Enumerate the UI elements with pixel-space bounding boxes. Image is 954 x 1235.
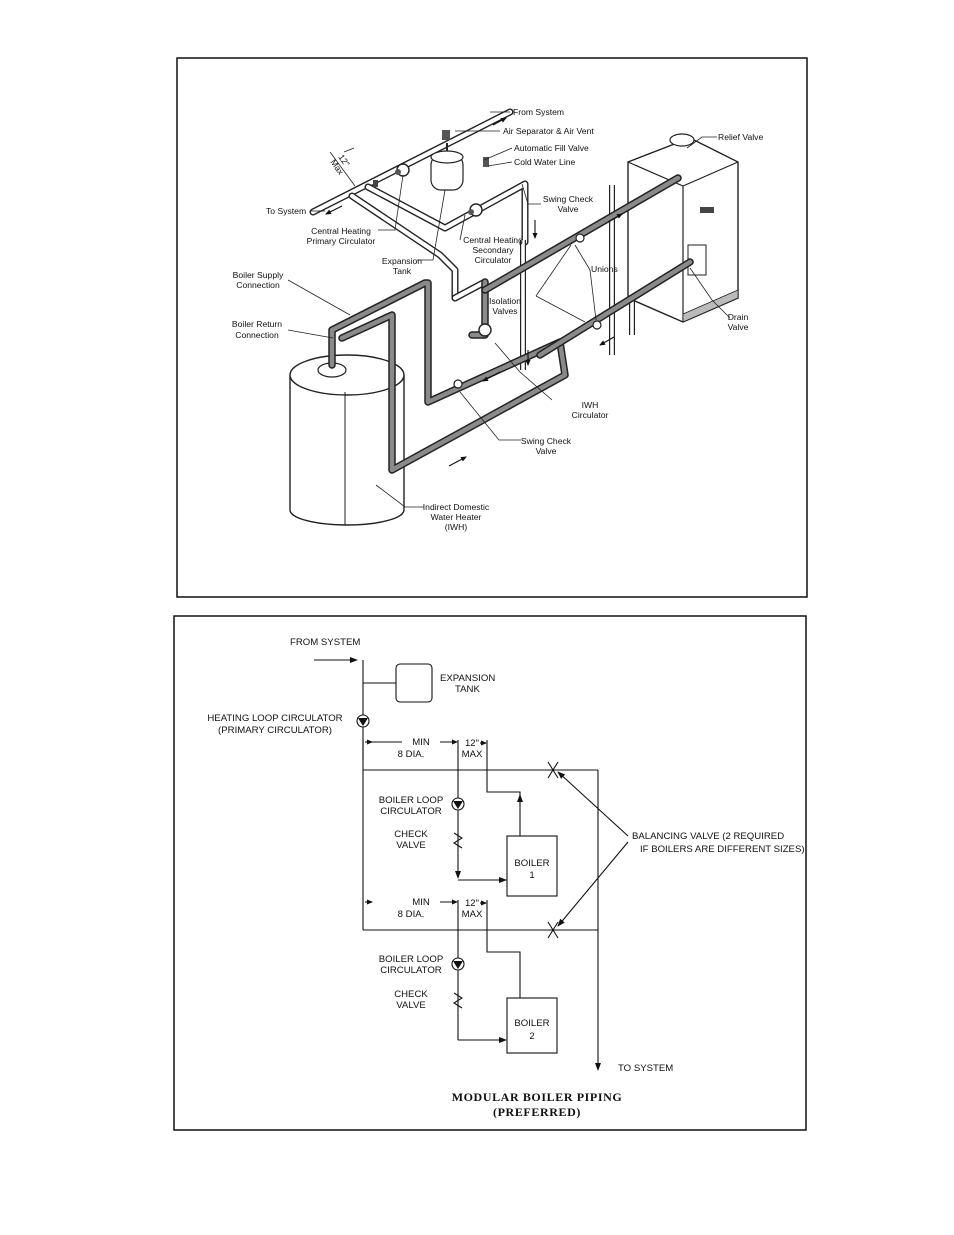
boiler-1-box	[506, 835, 558, 897]
label-to-system: To System	[266, 206, 306, 216]
boiler-unit	[627, 133, 739, 323]
label-check-2b: VALVE	[396, 1000, 426, 1011]
dimension-lines	[362, 739, 488, 942]
label-expansion-b1: EXPANSION	[440, 673, 495, 684]
check-valve-2-symbol	[452, 992, 464, 1009]
label-boiler-1a: BOILER	[514, 858, 549, 869]
primary-loop	[314, 657, 601, 1071]
top-panel: From System Air Separator & Air Vent Aut…	[176, 57, 808, 598]
label-heating-loop-1: HEATING LOOP CIRCULATOR	[207, 713, 342, 724]
bottom-panel-border	[173, 615, 807, 1131]
flow-arrows	[325, 117, 623, 467]
label-swing-check-1: Swing Check	[543, 194, 594, 204]
label-boiler-return-1: Boiler Return	[232, 319, 282, 329]
label-boiler-loop-2b: CIRCULATOR	[380, 965, 442, 976]
label-min-1: MIN	[412, 737, 430, 748]
leader-lines	[287, 111, 731, 508]
label-relief-valve: Relief Valve	[718, 132, 763, 142]
label-air-separator: Air Separator & Air Vent	[503, 126, 594, 136]
label-iwh-circ-2: Circulator	[572, 410, 609, 420]
expansion-tank	[430, 143, 464, 191]
label-auto-fill-valve: Automatic Fill Valve	[514, 143, 589, 153]
label-12-in-2: 12"	[465, 898, 479, 909]
label-expansion-1: Expansion	[382, 256, 422, 266]
expansion-tank-box	[395, 663, 433, 703]
label-max-1: MAX	[462, 749, 483, 760]
label-boiler-loop-1b: CIRCULATOR	[380, 806, 442, 817]
bottom-labels: FROM SYSTEM EXPANSION TANK HEATING LOOP …	[207, 637, 804, 1119]
label-drain-1: Drain	[728, 312, 749, 322]
label-dia-2: 8 DIA.	[398, 909, 425, 920]
boiler-2-box	[506, 997, 558, 1054]
label-expansion-b2: TANK	[455, 684, 480, 695]
label-boiler-supply-1: Boiler Supply	[233, 270, 284, 280]
label-swing-check-2b: Valve	[536, 446, 557, 456]
boiler-loop-pipes	[328, 174, 694, 474]
label-ch-secondary-3: Circulator	[475, 255, 512, 265]
label-iwh-3: (IWH)	[445, 522, 468, 532]
label-max-2: MAX	[462, 909, 483, 920]
label-iwh-circ-1: IWH	[582, 400, 599, 410]
label-boiler-return-2: Connection	[235, 330, 279, 340]
label-isolation-2: Valves	[492, 306, 517, 316]
label-boiler-1b: 1	[529, 870, 534, 881]
label-12-in-1: 12"	[465, 738, 479, 749]
water-heater	[289, 354, 405, 526]
label-boiler-supply-2: Connection	[236, 280, 280, 290]
boiler-1-loop	[451, 782, 558, 897]
label-ch-primary-2: Primary Circulator	[307, 236, 376, 246]
label-from-system: From System	[513, 107, 564, 117]
label-expansion-2: Tank	[393, 266, 412, 276]
label-balancing-2: IF BOILERS ARE DIFFERENT SIZES)	[640, 844, 805, 855]
label-ch-primary-1: Central Heating	[311, 226, 371, 236]
diagram-title: MODULAR BOILER PIPING	[452, 1090, 623, 1104]
label-from-system-b: FROM SYSTEM	[290, 637, 360, 648]
check-valve-1-symbol	[452, 832, 464, 849]
label-cold-water-line: Cold Water Line	[514, 157, 576, 167]
label-boiler-loop-2a: BOILER LOOP	[379, 954, 444, 965]
label-check-1b: VALVE	[396, 840, 426, 851]
label-isolation-1: Isolation	[489, 296, 521, 306]
label-boiler-loop-1a: BOILER LOOP	[379, 795, 444, 806]
label-iwh-1: Indirect Domestic	[423, 502, 490, 512]
top-labels: From System Air Separator & Air Vent Aut…	[232, 107, 764, 532]
header-fittings	[373, 130, 489, 217]
label-boiler-2b: 2	[529, 1031, 534, 1042]
label-min-2: MIN	[412, 897, 430, 908]
label-boiler-2a: BOILER	[514, 1018, 549, 1029]
label-ch-secondary-2: Secondary	[472, 245, 514, 255]
label-balancing-1: BALANCING VALVE (2 REQUIRED	[632, 831, 784, 842]
label-swing-check-2: Swing Check	[521, 436, 572, 446]
label-unions: Unions	[591, 264, 618, 274]
label-drain-2: Valve	[728, 322, 749, 332]
bottom-panel: FROM SYSTEM EXPANSION TANK HEATING LOOP …	[173, 615, 807, 1131]
top-panel-border	[176, 57, 808, 598]
label-dia-1: 8 DIA.	[398, 749, 425, 760]
label-ch-secondary-1: Central Heating	[463, 235, 523, 245]
label-heating-loop-2: (PRIMARY CIRCULATOR)	[218, 725, 332, 736]
boiler-2-loop	[451, 942, 558, 1054]
label-swing-check-1b: Valve	[558, 204, 579, 214]
label-iwh-2: Water Heater	[431, 512, 482, 522]
label-check-2a: CHECK	[394, 989, 428, 1000]
balancing-valves	[547, 761, 629, 939]
diagram-subtitle: (PREFERRED)	[493, 1105, 581, 1119]
label-check-1a: CHECK	[394, 829, 428, 840]
label-to-system-b: TO SYSTEM	[618, 1063, 673, 1074]
